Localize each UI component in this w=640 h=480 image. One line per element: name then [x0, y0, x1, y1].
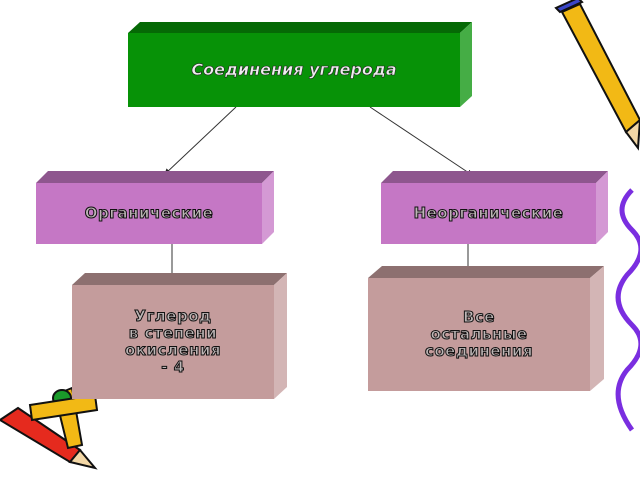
- box-front-face: [368, 278, 590, 391]
- box-front-face: [381, 183, 596, 244]
- box-side-face: [590, 266, 604, 391]
- arrow-root-to-inorganic: [369, 106, 473, 176]
- box-top-face: [381, 171, 608, 183]
- box-side-face: [262, 171, 274, 244]
- box-side-face: [460, 22, 472, 107]
- box-front-face: [128, 33, 460, 107]
- box-front-face: [72, 285, 274, 399]
- pencil-icon: [554, 0, 640, 151]
- organic-detail-label: Углерод в степени окисления - 4: [124, 306, 222, 377]
- box-top-face: [128, 22, 472, 33]
- box-front-face: [36, 183, 262, 244]
- inorganic-label: Неорганические: [413, 203, 564, 222]
- squiggle-decoration: [615, 188, 640, 432]
- organic-label: Органические: [84, 203, 214, 222]
- box-top-face: [36, 171, 274, 183]
- root-label: Соединения углерода: [191, 59, 397, 79]
- box-side-face: [596, 171, 608, 244]
- box-top-face: [368, 266, 604, 278]
- arrow-root-to-organic: [164, 106, 237, 175]
- box-side-face: [274, 273, 287, 399]
- box-top-face: [72, 273, 287, 285]
- crayons-icon: [0, 386, 99, 470]
- inorganic-detail-label: Все остальные соединения: [424, 307, 534, 361]
